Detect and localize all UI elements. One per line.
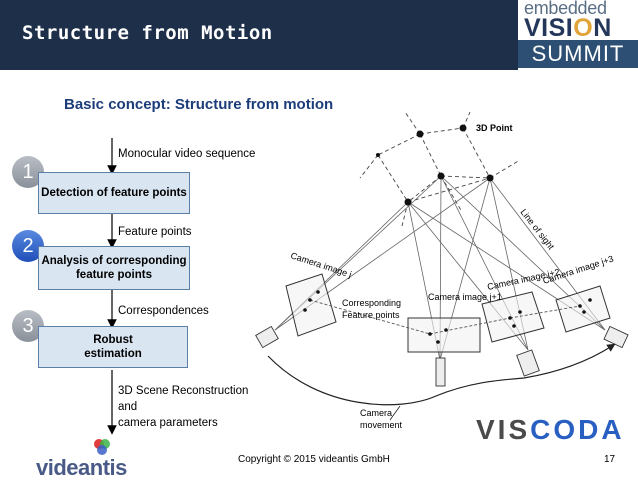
corr-label-1: Corresponding — [342, 298, 401, 308]
videantis-logo: videantis — [36, 455, 127, 480]
point-label: 3D Point — [476, 123, 513, 133]
feature-points-label: Feature points — [118, 226, 192, 238]
step-1-box: Detection of feature points — [38, 172, 190, 214]
move-label-1: Camera — [360, 408, 392, 418]
logo-line3: SUMMIT — [518, 40, 638, 68]
output-line-2: and — [118, 401, 138, 413]
logo-line1: embedded — [524, 0, 607, 18]
corr-label-2: Feature points — [342, 310, 400, 320]
viscoda-logo: VISCODA — [476, 414, 625, 445]
embedded-vision-summit-logo: embedded VISION SUMMIT — [518, 0, 638, 70]
page-number: 17 — [604, 454, 616, 465]
slide-title: Structure from Motion — [22, 22, 273, 44]
step-2-box: Analysis of corresponding feature points — [38, 246, 190, 290]
output-line-1: 3D Scene Reconstruction — [118, 385, 249, 397]
cam-j1-label: Camera image j+1 — [428, 292, 502, 302]
output-line-3: camera parameters — [118, 417, 218, 429]
content-title: Basic concept: Structure from motion — [64, 96, 334, 113]
step-3-box: Robust estimation — [38, 326, 188, 368]
input-label: Monocular video sequence — [118, 148, 256, 160]
sfm-diagram — [255, 111, 629, 387]
copyright: Copyright © 2015 videantis GmbH — [238, 454, 390, 465]
logo-line2: VISION — [524, 14, 612, 42]
line-of-sight-label: Line of sight — [518, 207, 556, 252]
videantis-mark-icon — [94, 439, 110, 455]
correspondences-label: Correspondences — [118, 305, 209, 317]
move-label-2: movement — [360, 420, 403, 430]
